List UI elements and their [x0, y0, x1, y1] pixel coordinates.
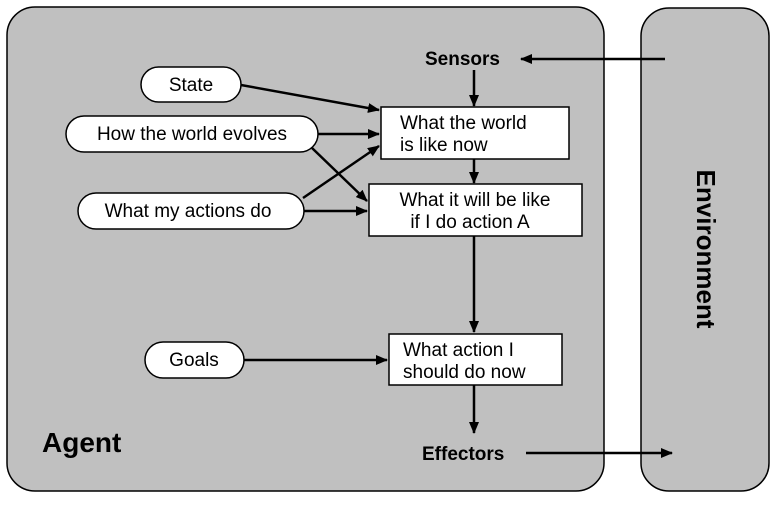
environment-panel: [640, 7, 770, 492]
agent-panel: [6, 6, 605, 492]
oval-world-evolves-text: How the world evolves: [97, 124, 287, 145]
oval-my-actions: What my actions do: [77, 192, 305, 230]
oval-my-actions-text: What my actions do: [105, 201, 272, 222]
oval-world-evolves: How the world evolves: [65, 115, 319, 153]
arrow-actions-to-world-now: [302, 144, 380, 200]
box-will-be-line2: if I do action A: [410, 212, 530, 233]
oval-goals: Goals: [144, 341, 245, 379]
box-world-now-line2: is like now: [400, 135, 488, 156]
arrow-state-to-world-now: [240, 83, 380, 113]
box-world-now: What the world is like now: [380, 106, 570, 160]
box-action-now-line1: What action I: [403, 340, 514, 361]
environment-label: Environment: [691, 170, 721, 329]
oval-state: State: [140, 66, 242, 103]
box-world-now-line1: What the world: [400, 113, 527, 134]
oval-goals-text: Goals: [169, 350, 219, 371]
sensors-label: Sensors: [425, 49, 500, 70]
box-action-now: What action I should do now: [388, 333, 563, 386]
box-action-now-line2: should do now: [403, 362, 526, 383]
oval-state-text: State: [169, 75, 213, 96]
box-will-be: What it will be like if I do action A: [368, 183, 583, 237]
effectors-label: Effectors: [422, 444, 504, 465]
arrows: [240, 54, 673, 458]
box-will-be-line1: What it will be like: [400, 190, 551, 211]
agent-label: Agent: [42, 427, 121, 458]
